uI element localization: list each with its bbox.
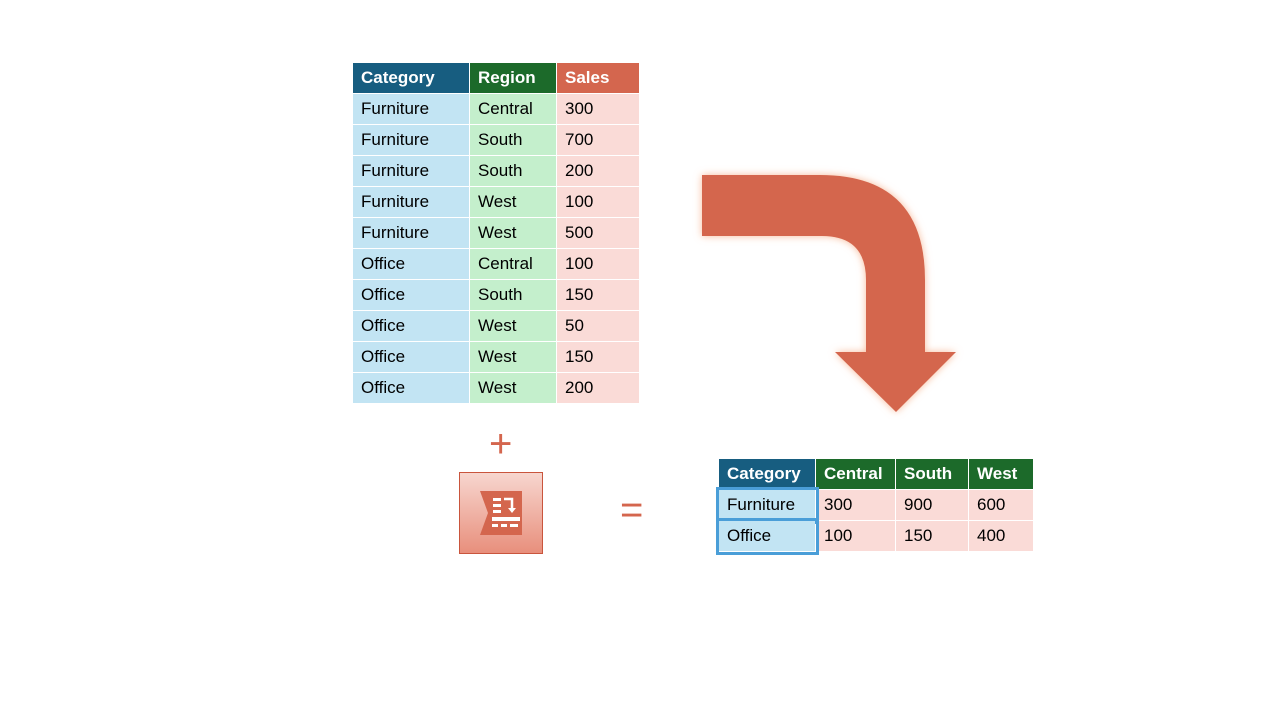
- equals-operator: =: [620, 488, 644, 532]
- source-cell-sales: 300: [556, 93, 640, 125]
- source-cell-sales: 150: [556, 341, 640, 373]
- source-cell-category: Office: [352, 248, 470, 280]
- source-cell-region: West: [469, 372, 557, 404]
- source-cell-region: South: [469, 124, 557, 156]
- source-cell-sales: 100: [556, 186, 640, 218]
- pivot-tool-icon: [459, 472, 543, 554]
- source-header-category: Category: [352, 62, 470, 94]
- result-header-west: West: [968, 458, 1034, 490]
- result-header-south: South: [895, 458, 969, 490]
- plus-operator: +: [489, 422, 513, 466]
- source-cell-category: Office: [352, 372, 470, 404]
- source-cell-sales: 700: [556, 124, 640, 156]
- result-cell-central: 300: [815, 489, 896, 521]
- source-cell-sales: 100: [556, 248, 640, 280]
- source-cell-region: Central: [469, 248, 557, 280]
- source-cell-region: South: [469, 155, 557, 187]
- source-cell-category: Furniture: [352, 155, 470, 187]
- source-cell-region: South: [469, 279, 557, 311]
- source-cell-sales: 150: [556, 279, 640, 311]
- source-cell-region: West: [469, 310, 557, 342]
- source-cell-category: Furniture: [352, 186, 470, 218]
- source-cell-region: West: [469, 186, 557, 218]
- source-cell-sales: 50: [556, 310, 640, 342]
- pivot-transform-icon: [480, 491, 522, 535]
- result-cell-central: 100: [815, 520, 896, 552]
- source-cell-category: Furniture: [352, 124, 470, 156]
- result-cell-west: 600: [968, 489, 1034, 521]
- source-cell-category: Office: [352, 310, 470, 342]
- result-cell-south: 150: [895, 520, 969, 552]
- result-cell-west: 400: [968, 520, 1034, 552]
- source-cell-sales: 200: [556, 372, 640, 404]
- source-cell-category: Furniture: [352, 93, 470, 125]
- result-cell-south: 900: [895, 489, 969, 521]
- result-header-row: Category Central South West: [718, 458, 1034, 490]
- source-cell-category: Office: [352, 279, 470, 311]
- source-cell-region: West: [469, 341, 557, 373]
- result-header-category: Category: [718, 458, 816, 490]
- source-header-row: Category Region Sales: [352, 62, 640, 94]
- result-cell-category: Furniture: [715, 486, 819, 524]
- source-cell-sales: 500: [556, 217, 640, 249]
- source-cell-region: Central: [469, 93, 557, 125]
- result-cell-category: Office: [715, 517, 819, 555]
- result-header-central: Central: [815, 458, 896, 490]
